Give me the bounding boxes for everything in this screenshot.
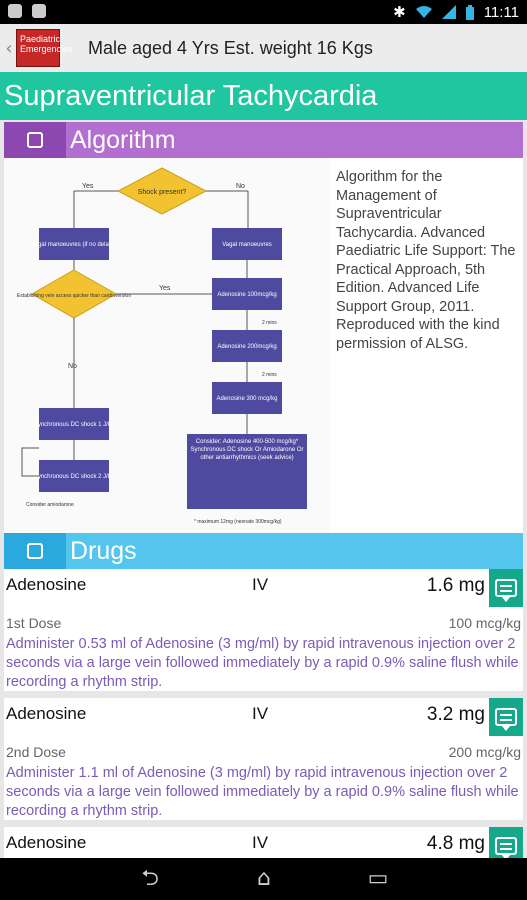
- status-bar: ✱ 11:11: [0, 0, 527, 24]
- note-button[interactable]: [489, 698, 523, 736]
- document-icon: [27, 132, 43, 148]
- drugs-section-header[interactable]: Drugs: [4, 533, 523, 569]
- bluetooth-icon: ✱: [393, 4, 406, 21]
- drug-instruction: Administer 0.53 ml of Adenosine (3 mg/ml…: [6, 636, 519, 690]
- fc-sync-2: Synchronous DC shock 2 J/kg: [34, 474, 114, 480]
- action-bar: ‹ Paediatric Emergencies Male aged 4 Yrs…: [0, 24, 527, 72]
- fc-no-1: No: [236, 183, 245, 190]
- medical-kit-icon: [27, 543, 43, 559]
- android-icon: [32, 4, 46, 18]
- drug-card[interactable]: Adenosine IV 1.6 mg 1st Dose 100 mcg/kg …: [4, 569, 523, 691]
- page-title: Supraventricular Tachycardia: [0, 72, 527, 120]
- signal-icon: [441, 5, 456, 19]
- home-icon[interactable]: ⌂: [257, 866, 271, 891]
- fc-shock-present: Shock present?: [138, 189, 187, 196]
- drug-route: IV: [252, 575, 269, 594]
- algorithm-header-label: Algorithm: [70, 125, 176, 154]
- algorithm-caption: Algorithm for the Management of Supraven…: [336, 169, 516, 352]
- app-logo[interactable]: Paediatric Emergencies: [16, 29, 73, 67]
- android-icon: [8, 4, 22, 18]
- back-chevron-icon[interactable]: ‹: [5, 37, 13, 59]
- drug-route: IV: [252, 833, 269, 852]
- navigation-bar: ⮌ ⌂ ▭: [0, 858, 527, 900]
- dose-label: 2nd Dose: [6, 744, 66, 760]
- fc-yes-2: Yes: [159, 285, 171, 292]
- fc-footnote: * maximum 12mg (neonate 300mcg/kg): [194, 519, 282, 525]
- dose-label: 1st Dose: [6, 615, 62, 631]
- fc-consider: Consider: Adenosine 400-500 mcg/kg* Sync…: [190, 439, 304, 461]
- drug-card[interactable]: Adenosine IV 3.2 mg 2nd Dose 200 mcg/kg …: [4, 698, 523, 820]
- drug-route: IV: [252, 704, 269, 723]
- recent-apps-icon[interactable]: ▭: [367, 866, 389, 891]
- dose-rate: 100 mcg/kg: [448, 615, 521, 631]
- fc-iv-access: Establishing vein access quicker than ca…: [17, 293, 131, 299]
- fc-two-mins-1: 2 mins: [262, 320, 277, 326]
- fc-vagal: Vagal manoeuvres: [222, 242, 272, 248]
- algorithm-flowchart[interactable]: Shock present? Yes No Vagal manoeuvres (…: [4, 158, 330, 533]
- drug-card[interactable]: Adenosine IV 4.8 mg: [4, 827, 523, 858]
- fc-consider-amiodarone: Consider amiodarone: [26, 502, 74, 508]
- fc-two-mins-2: 2 mins: [262, 372, 277, 378]
- comment-icon: [495, 579, 517, 602]
- drug-name: Adenosine: [6, 575, 87, 594]
- fc-vagal-if-no-delays: Vagal manoeuvres (if no delays): [31, 242, 117, 248]
- comment-icon: [495, 708, 517, 731]
- note-button[interactable]: [489, 569, 523, 607]
- status-time: 11:11: [483, 3, 519, 21]
- fc-adenosine-100: Adenosine 100mcg/kg: [217, 292, 276, 298]
- drug-dose: 3.2 mg: [426, 704, 485, 725]
- patient-info: Male aged 4 Yrs Est. weight 16 Kgs: [88, 37, 373, 58]
- algorithm-section-header[interactable]: Algorithm: [4, 122, 523, 158]
- drugs-header-label: Drugs: [70, 536, 137, 565]
- algorithm-panel: Shock present? Yes No Vagal manoeuvres (…: [4, 158, 523, 533]
- back-icon[interactable]: ⮌: [141, 866, 159, 891]
- fc-no-2: No: [68, 363, 77, 370]
- fc-yes-1: Yes: [82, 183, 94, 190]
- drug-name: Adenosine: [6, 833, 87, 852]
- battery-icon: [465, 4, 474, 20]
- fc-adenosine-200: Adenosine 200mcg/kg: [217, 344, 276, 350]
- drugs-icon-box: [4, 533, 66, 569]
- drug-name: Adenosine: [6, 704, 87, 723]
- dose-rate: 200 mcg/kg: [448, 744, 521, 760]
- fc-adenosine-300: Adenosine 300 mcg/kg: [216, 396, 277, 402]
- fc-sync-1: Synchronous DC shock 1 J/kg: [34, 422, 114, 428]
- drug-instruction: Administer 1.1 ml of Adenosine (3 mg/ml)…: [6, 765, 519, 819]
- drug-dose: 1.6 mg: [426, 575, 485, 596]
- wifi-icon: [415, 6, 432, 18]
- drug-dose: 4.8 mg: [426, 833, 485, 854]
- note-button[interactable]: [489, 827, 523, 858]
- comment-icon: [495, 837, 517, 858]
- algorithm-icon-box: [4, 122, 66, 158]
